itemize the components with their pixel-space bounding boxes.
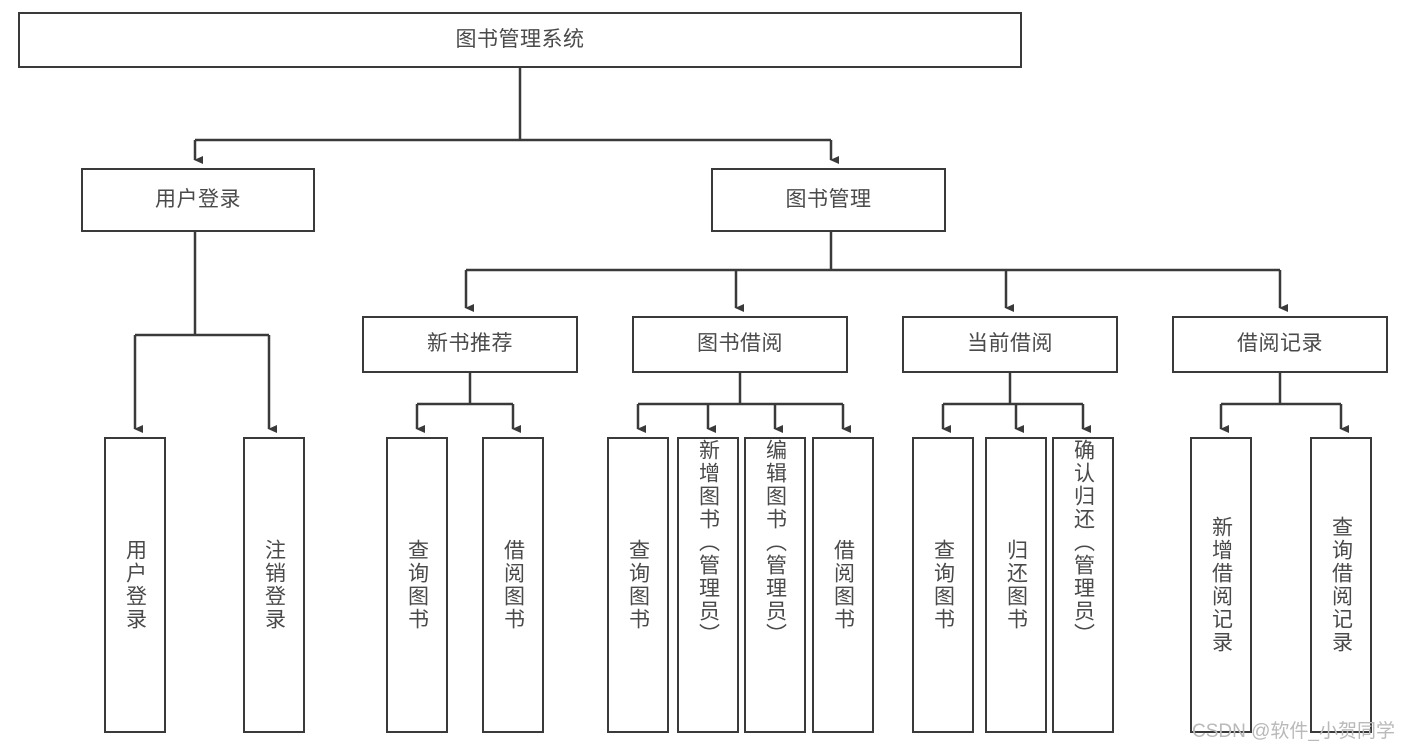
- node-leaf-add-borrow-record-label: 新增借阅记录: [1209, 516, 1233, 654]
- node-borrow-record[interactable]: 借阅记录: [1172, 316, 1388, 373]
- node-leaf-query-book-recommend[interactable]: 查询图书: [386, 437, 448, 733]
- node-leaf-return-book[interactable]: 归还图书: [985, 437, 1047, 733]
- node-leaf-logout-label: 注销登录: [262, 539, 286, 631]
- node-leaf-user-login[interactable]: 用户登录: [104, 437, 166, 733]
- node-book-management[interactable]: 图书管理: [711, 168, 946, 232]
- node-leaf-return-book-label: 归还图书: [1004, 539, 1028, 631]
- node-leaf-borrow-book-label: 借阅图书: [831, 539, 855, 631]
- node-root[interactable]: 图书管理系统: [18, 12, 1022, 68]
- node-leaf-borrow-book[interactable]: 借阅图书: [812, 437, 874, 733]
- node-leaf-edit-book-admin[interactable]: 编辑图书（管理员）: [744, 437, 806, 733]
- node-new-book-recommend-label: 新书推荐: [427, 332, 513, 356]
- node-leaf-edit-book-admin-label: 编辑图书（管理员）: [763, 439, 787, 646]
- node-borrow-record-label: 借阅记录: [1237, 332, 1323, 356]
- node-leaf-add-book-admin[interactable]: 新增图书（管理员）: [677, 437, 739, 733]
- node-leaf-add-borrow-record[interactable]: 新增借阅记录: [1190, 437, 1252, 733]
- node-book-borrow[interactable]: 图书借阅: [632, 316, 848, 373]
- node-new-book-recommend[interactable]: 新书推荐: [362, 316, 578, 373]
- node-current-borrow[interactable]: 当前借阅: [902, 316, 1118, 373]
- node-leaf-query-book-borrow-label: 查询图书: [626, 539, 650, 631]
- node-leaf-user-login-label: 用户登录: [123, 539, 147, 631]
- node-leaf-query-book-recommend-label: 查询图书: [405, 539, 429, 631]
- node-leaf-borrow-book-recommend-label: 借阅图书: [501, 539, 525, 631]
- node-leaf-query-borrow-record-label: 查询借阅记录: [1329, 516, 1353, 654]
- node-leaf-query-book-borrow[interactable]: 查询图书: [607, 437, 669, 733]
- node-user-login[interactable]: 用户登录: [81, 168, 315, 232]
- node-user-login-label: 用户登录: [155, 187, 241, 211]
- node-leaf-confirm-return-admin[interactable]: 确认归还（管理员）: [1052, 437, 1114, 733]
- node-leaf-query-book-current[interactable]: 查询图书: [912, 437, 974, 733]
- node-book-management-label: 图书管理: [785, 187, 872, 211]
- node-leaf-query-borrow-record[interactable]: 查询借阅记录: [1310, 437, 1372, 733]
- node-leaf-borrow-book-recommend[interactable]: 借阅图书: [482, 437, 544, 733]
- node-current-borrow-label: 当前借阅: [967, 332, 1053, 356]
- node-book-borrow-label: 图书借阅: [697, 332, 783, 356]
- node-root-label: 图书管理系统: [455, 27, 585, 51]
- watermark-text: CSDN @软件_小贺同学: [1192, 721, 1395, 742]
- node-leaf-query-book-current-label: 查询图书: [931, 539, 955, 631]
- node-leaf-confirm-return-admin-label: 确认归还（管理员）: [1071, 439, 1095, 646]
- node-leaf-add-book-admin-label: 新增图书（管理员）: [696, 439, 720, 646]
- node-leaf-logout[interactable]: 注销登录: [243, 437, 305, 733]
